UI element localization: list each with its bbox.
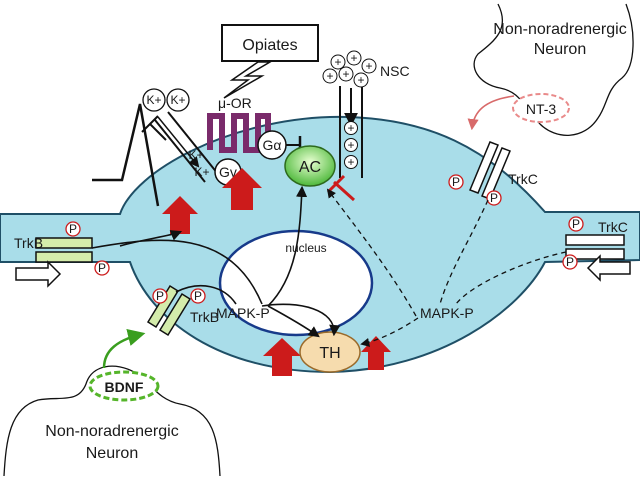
k-ion-2: K+ — [166, 88, 190, 112]
svg-text:+: + — [334, 55, 341, 69]
nucleus — [218, 229, 374, 337]
trkb-left-to-mapk-arrow — [91, 239, 263, 305]
mapk-left-label: MAPK-P — [216, 305, 270, 321]
svg-text:+: + — [357, 73, 364, 87]
trkb-left-receptor — [35, 237, 93, 263]
nucleus-label: nucleus — [285, 241, 326, 255]
svg-text:P: P — [156, 289, 164, 303]
th-label: TH — [319, 345, 340, 362]
red-up-arrow-th-left — [263, 338, 301, 376]
svg-text:+: + — [365, 59, 372, 73]
g-gamma-label: Gγ — [219, 164, 237, 180]
phospho-trkc-top-right: P — [486, 190, 502, 206]
svg-text:+: + — [347, 155, 354, 169]
phospho-trkb-left-bottom: P — [94, 260, 110, 276]
white-arrow-left-process — [15, 260, 62, 288]
svg-text:P: P — [194, 289, 202, 303]
bdnf-label: BDNF — [105, 379, 144, 395]
neuron-top-right-outline — [473, 3, 634, 136]
cation-cluster-inside: + + + — [344, 121, 358, 169]
svg-text:+: + — [347, 138, 354, 152]
nsc-channel — [339, 86, 363, 178]
red-up-arrow-k — [162, 196, 198, 234]
k-ion-4: K+ — [194, 165, 209, 179]
mu-opioid-receptor — [207, 113, 271, 153]
phospho-trkc-right-top: P — [568, 216, 584, 232]
mapk-right-to-th-dashed — [360, 317, 419, 347]
phospho-trkc-top-left: P — [448, 174, 464, 190]
nt3-release-arrow — [467, 95, 515, 131]
svg-text:+: + — [342, 67, 349, 81]
mapk-to-ac-arrow — [267, 185, 308, 307]
action-potential-trace — [92, 103, 160, 207]
phospho-trkc-right-bottom: P — [562, 254, 578, 270]
svg-text:P: P — [572, 217, 580, 231]
svg-text:K+: K+ — [170, 93, 185, 107]
trkc-top-right-label: TrkC — [508, 171, 538, 187]
opiates-label: Opiates — [242, 37, 297, 54]
k-ion-1: K+ — [142, 88, 166, 112]
svg-text:P: P — [566, 255, 574, 269]
trkc-right-mid-label: TrkC — [598, 219, 628, 235]
trkb-left-to-k-arrow — [119, 230, 183, 247]
svg-text:+: + — [350, 51, 357, 65]
bdnf-release-arrow — [102, 328, 146, 369]
mapk-right-label: MAPK-P — [420, 305, 474, 321]
g-alpha-label: Gα — [263, 137, 282, 153]
white-arrow-right-process — [586, 254, 631, 282]
trkc-to-mapk-dashed — [439, 199, 489, 305]
neuron-bottom-left-line2: Neuron — [86, 445, 138, 462]
mapk-to-th-arrow — [267, 305, 320, 338]
nt3-vesicle — [512, 93, 570, 123]
k-ion-3: K+ — [188, 148, 203, 162]
nsc-label: NSC — [380, 63, 410, 79]
svg-text:P: P — [69, 222, 77, 236]
svg-text:P: P — [452, 175, 460, 189]
phospho-trkb-bottom-left: P — [152, 288, 168, 304]
inhibition-mark-k — [141, 115, 167, 141]
svg-text:P: P — [490, 191, 498, 205]
svg-text:P: P — [98, 261, 106, 275]
trkc-right-receptor — [565, 234, 625, 260]
neuron-bottom-left-line1: Non-noradrenergic — [45, 423, 178, 440]
k-channel — [154, 111, 219, 183]
adenylyl-cyclase — [284, 145, 336, 187]
svg-text:+: + — [347, 121, 354, 135]
neuron-top-right-line1: Non-noradrenergic — [493, 21, 626, 38]
neuron-top-right-line2: Neuron — [534, 41, 586, 58]
trkb-bottom-receptor — [146, 284, 192, 337]
red-up-arrow-g — [222, 168, 262, 210]
opiates-box — [221, 24, 319, 62]
neuron-bottom-left-outline — [3, 365, 221, 477]
trkb-bottom-to-mapk-arrow — [175, 284, 237, 305]
mapk-to-nucleus-th-arrow — [261, 303, 341, 337]
trkb-left-label: TrkB — [14, 235, 43, 251]
mu-or-label: μ-OR — [218, 95, 252, 111]
mapk-right-to-ac-dashed — [326, 188, 417, 317]
phospho-trkb-bottom-right: P — [190, 288, 206, 304]
phospho-trkb-left-top: P — [65, 221, 81, 237]
trkb-bottom-label: TrkB — [190, 309, 219, 325]
svg-text:K+: K+ — [146, 93, 161, 107]
trkc-top-right-receptor — [469, 141, 511, 200]
bdnf-vesicle — [88, 370, 160, 402]
lightning-bolt-icon — [223, 61, 273, 99]
svg-text:+: + — [326, 69, 333, 83]
cation-cluster-outside: + + + + + + — [322, 50, 377, 88]
nt3-label: NT-3 — [526, 101, 557, 117]
ac-label: AC — [299, 159, 321, 176]
